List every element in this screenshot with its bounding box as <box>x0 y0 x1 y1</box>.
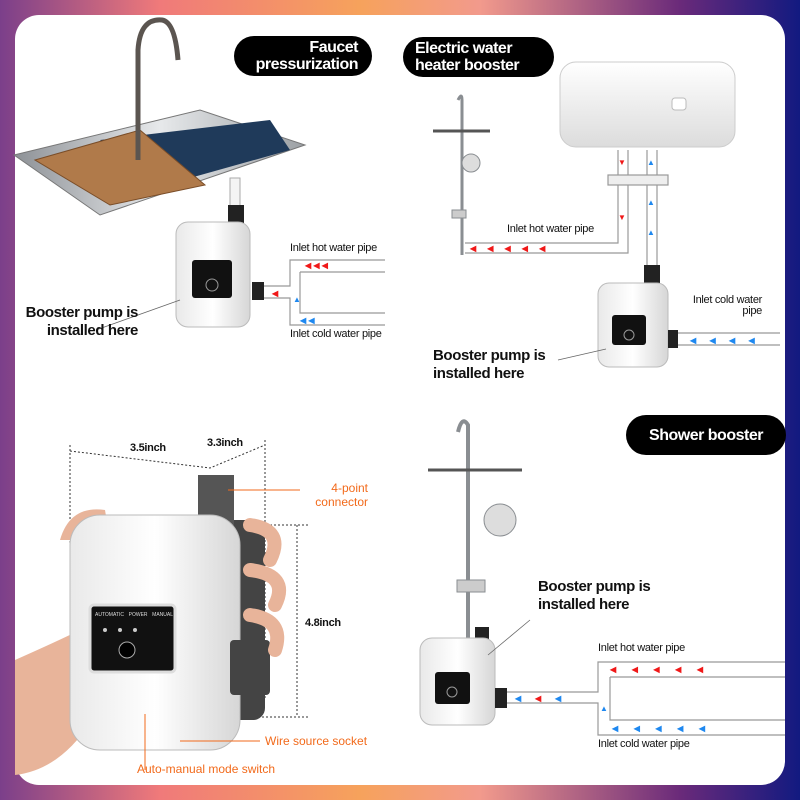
faucet-hot-pipe-label: Inlet hot water pipe <box>290 242 377 254</box>
svg-text:◀: ◀ <box>514 694 522 703</box>
svg-text:▲: ▲ <box>293 295 301 304</box>
socket-callout: Wire source socket <box>265 734 368 748</box>
svg-text:◀ ◀ ◀ ◀ ◀: ◀ ◀ ◀ ◀ ◀ <box>469 244 546 253</box>
pipes-faucet <box>264 259 385 326</box>
panel-label-power: POWER <box>128 612 148 618</box>
svg-text:◀: ◀ <box>534 694 542 703</box>
dimension-width: 3.5inch <box>130 442 166 454</box>
svg-text:◀ ◀ ◀ ◀: ◀ ◀ ◀ ◀ ◀ <box>611 724 706 733</box>
booster-pump-3 <box>419 637 507 726</box>
booster-pump-product <box>15 475 287 775</box>
svg-text:◀ ◀ ◀: ◀ ◀ ◀ <box>304 261 329 270</box>
shower-2 <box>428 419 522 640</box>
shower-hot-pipe-label: Inlet hot water pipe <box>598 642 685 654</box>
heater-pump-location-label: Booster pump is installed here <box>433 347 546 382</box>
svg-text:◀ ◀ ◀ ◀: ◀ ◀ ◀ ◀ ◀ <box>609 665 704 674</box>
kitchen-sink <box>12 17 307 216</box>
control-panel-labels: AUTOMATIC POWER MANUAL <box>95 612 173 618</box>
heater-hot-pipe-label: Inlet hot water pipe <box>507 223 594 235</box>
water-heater-booster-badge: Electric water heater booster <box>403 37 554 77</box>
svg-text:▲: ▲ <box>647 228 655 237</box>
shower-pump-location-label: Booster pump is installed here <box>538 578 651 613</box>
svg-text:▲: ▲ <box>600 704 608 713</box>
faucet-pump-location-label: Booster pump is installed here <box>25 304 139 339</box>
svg-text:◀: ◀ <box>271 289 279 298</box>
svg-text:◀: ◀ <box>554 694 562 703</box>
dimension-depth: 3.3inch <box>207 437 243 449</box>
faucet-pressurization-badge: Faucet pressurization <box>234 36 372 76</box>
svg-text:▲: ▲ <box>647 158 655 167</box>
pipes-shower <box>507 661 785 736</box>
mode-switch-callout: Auto-manual mode switch <box>137 762 276 776</box>
booster-pump-1 <box>175 221 264 328</box>
svg-text:▼: ▼ <box>618 158 626 167</box>
pipes-heater <box>465 150 780 346</box>
svg-text:◀ ◀: ◀ ◀ <box>299 316 315 325</box>
dimension-height: 4.8inch <box>305 617 341 629</box>
svg-text:▼: ▼ <box>618 213 626 222</box>
panel-label-automatic: AUTOMATIC <box>95 612 124 618</box>
faucet-cold-pipe-label: Inlet cold water pipe <box>290 328 382 340</box>
shower-cold-pipe-label: Inlet cold water pipe <box>598 738 690 750</box>
booster-pump-2 <box>597 282 678 368</box>
shower-booster-badge: Shower booster <box>626 415 786 455</box>
svg-text:◀ ◀ ◀ ◀: ◀ ◀ ◀ ◀ <box>689 336 755 345</box>
svg-text:▲: ▲ <box>647 198 655 207</box>
water-heater <box>559 61 736 148</box>
shower-1 <box>433 94 490 255</box>
panel-label-manual: MANUAL <box>152 612 173 618</box>
heater-cold-pipe-label: Inlet cold water pipe <box>692 294 762 317</box>
connector-callout: 4-point connector <box>315 481 368 509</box>
